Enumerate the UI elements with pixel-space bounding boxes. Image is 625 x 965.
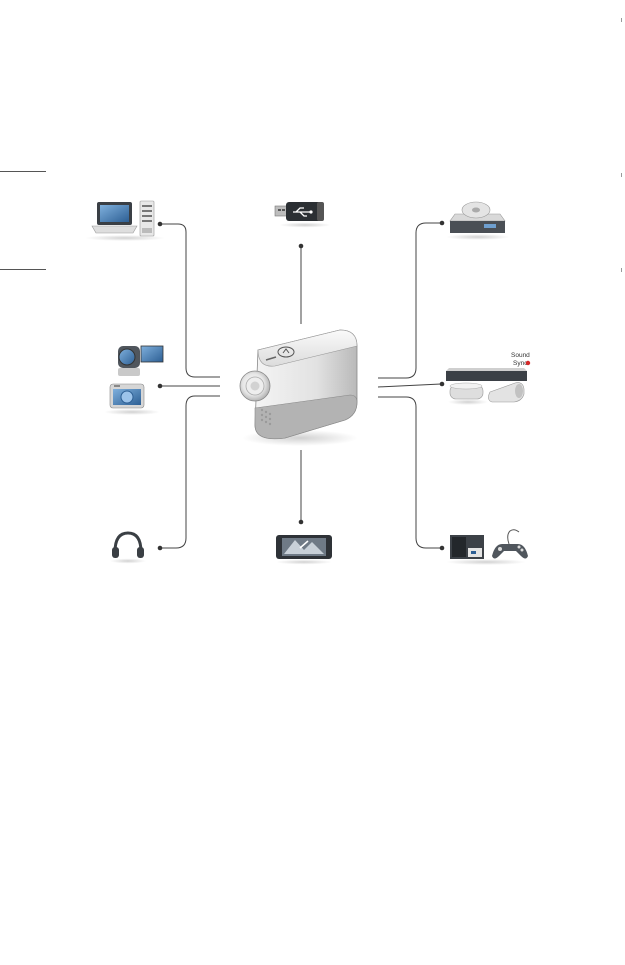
connector-dot	[440, 221, 445, 226]
console-gamepad-icon	[446, 530, 528, 565]
connector-dot	[299, 520, 304, 525]
connector-dot	[158, 222, 163, 227]
headphones-icon	[110, 533, 146, 564]
sound-sync-label-line1: Sound	[511, 352, 530, 359]
line-headphones	[161, 396, 220, 548]
connector-dot	[299, 244, 304, 249]
camcorder-camera-icon	[104, 346, 163, 415]
smartphone-icon	[276, 535, 332, 565]
connector-dot	[440, 546, 445, 551]
line-soundbar-speakers	[378, 384, 441, 387]
soundbar-speakers-icon: Sound Sync	[446, 352, 530, 405]
projector-icon	[240, 330, 358, 446]
connector-dot	[158, 384, 163, 389]
line-laptop-pc	[161, 224, 220, 377]
line-dvd-player	[378, 223, 441, 378]
usb-drive-icon	[275, 202, 331, 228]
laptop-pc-icon	[85, 201, 165, 241]
dvd-player-icon	[446, 202, 510, 240]
sound-sync-logo-icon	[526, 361, 530, 365]
connector-dot	[158, 546, 163, 551]
connector-dot	[440, 382, 445, 387]
line-console-gamepad	[378, 397, 441, 548]
